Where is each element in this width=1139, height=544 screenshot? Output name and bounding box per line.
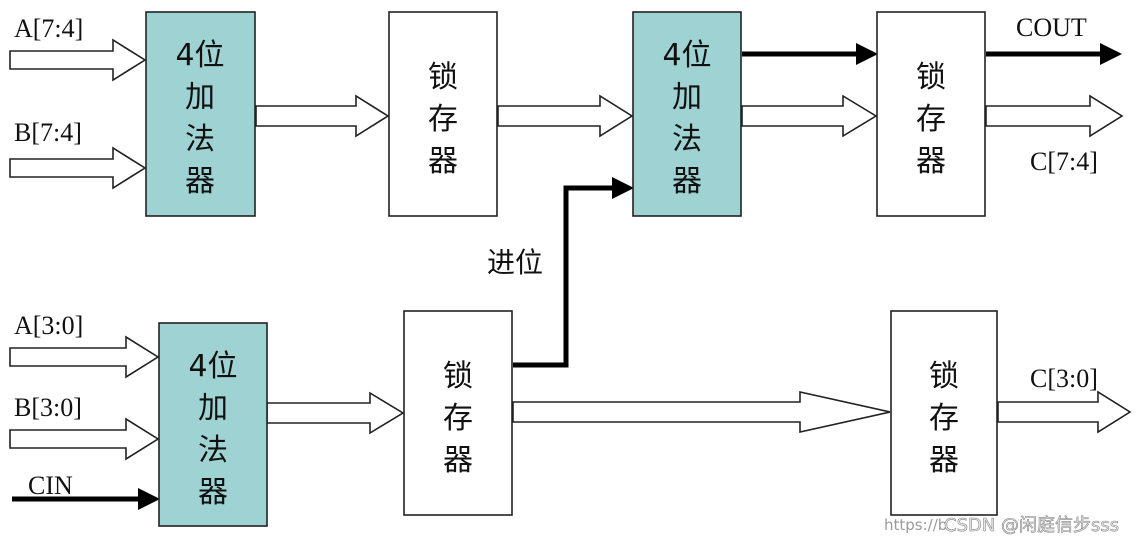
cin-arrowhead	[138, 488, 160, 510]
bus-arrows	[9, 38, 1132, 461]
adder-upper-1-line-2: 加	[185, 80, 215, 115]
latch-upper-1-line-3: 器	[428, 144, 458, 179]
adder-upper-1-line-4: 器	[185, 164, 215, 199]
latch-lower-2-line-1: 锁	[929, 359, 959, 394]
latch-upper-2-line-3: 器	[916, 144, 946, 179]
carry-arrowhead	[612, 177, 634, 199]
latch-lower-1-line-2: 存	[443, 401, 473, 436]
bus-arrow-a-high	[9, 38, 147, 82]
latch-upper-1: 锁 存 器	[388, 11, 498, 217]
latch-upper-2-box	[876, 11, 986, 217]
label-b-low: B[3:0]	[14, 393, 82, 422]
latch-upper-2-line-1: 锁	[916, 60, 946, 95]
latch-upper-1-line-2: 存	[428, 102, 458, 137]
latch-lower-2-line-2: 存	[929, 401, 959, 436]
adder-upper-1-box	[145, 11, 256, 217]
latch-lower-1: 锁 存 器	[403, 310, 513, 516]
bus-arrow-adder1-to-latch1	[255, 94, 390, 138]
bus-arrow-c-low-out	[997, 390, 1132, 434]
adder-lower-box	[158, 322, 268, 527]
cout-out-arrowhead	[1100, 43, 1122, 65]
adder-lower-line-3: 法	[198, 433, 228, 468]
label-a-high: A[7:4]	[14, 14, 83, 43]
bus-arrow-adder2-to-latch3	[741, 94, 878, 138]
bus-arrow-b-high	[9, 146, 147, 190]
carry-wire	[513, 185, 615, 368]
label-b-high: B[7:4]	[14, 118, 82, 147]
adder-upper-2-line-3: 法	[672, 122, 702, 157]
watermark-brand: CSDN @闲庭信步sss	[944, 515, 1119, 536]
latch-upper-1-line-1: 锁	[428, 60, 458, 95]
adder-upper-2-line-4: 器	[672, 164, 702, 199]
adder-lower-line-4: 器	[198, 475, 228, 510]
watermark-url: https://b	[884, 516, 947, 534]
bus-arrow-c-high-out	[985, 94, 1124, 138]
adder-upper-1-line-1: 4位	[175, 38, 224, 73]
bus-arrow-latch-low-to-latch4	[512, 391, 891, 433]
watermark: https://b CSDN @闲庭信步sss	[884, 515, 1119, 537]
latch-upper-2-line-2: 存	[916, 102, 946, 137]
latch-upper-1-box	[388, 11, 498, 217]
latch-lower-1-box	[403, 310, 513, 516]
label-cin: CIN	[28, 471, 73, 500]
bit-wires	[12, 51, 1104, 502]
label-a-low: A[3:0]	[14, 311, 83, 340]
label-c-low: C[3:0]	[1030, 364, 1098, 393]
bus-arrow-adder-low-to-latch	[266, 391, 405, 435]
latch-lower-2: 锁 存 器	[890, 310, 998, 516]
adder-upper-2-line-2: 加	[672, 80, 702, 115]
adder-upper-2-box	[632, 11, 742, 217]
adder-upper-1-line-3: 法	[185, 122, 215, 157]
adder-upper-2: 4位 加 法 器	[632, 11, 742, 217]
bit-arrowheads	[138, 43, 1122, 510]
label-c-high: C[7:4]	[1030, 147, 1098, 176]
bus-arrow-b-low	[9, 417, 160, 461]
bus-arrow-a-low	[9, 335, 160, 379]
bus-arrow-latch1-to-adder2	[497, 94, 634, 138]
adder-lower: 4位 加 法 器	[158, 322, 268, 527]
latch-lower-2-line-3: 器	[929, 443, 959, 478]
latch-lower-2-box	[890, 310, 998, 516]
latch-upper-2: 锁 存 器	[876, 11, 986, 217]
cout-in-arrowhead	[856, 43, 878, 65]
label-cout: COUT	[1016, 13, 1087, 42]
adder-lower-line-2: 加	[198, 391, 228, 426]
label-carry: 进位	[487, 246, 543, 279]
adder-upper-2-line-1: 4位	[662, 38, 711, 73]
adder-lower-line-1: 4位	[188, 349, 237, 384]
adder-upper-1: 4位 加 法 器	[145, 11, 256, 217]
latch-lower-1-line-1: 锁	[443, 359, 473, 394]
latch-lower-1-line-3: 器	[443, 443, 473, 478]
